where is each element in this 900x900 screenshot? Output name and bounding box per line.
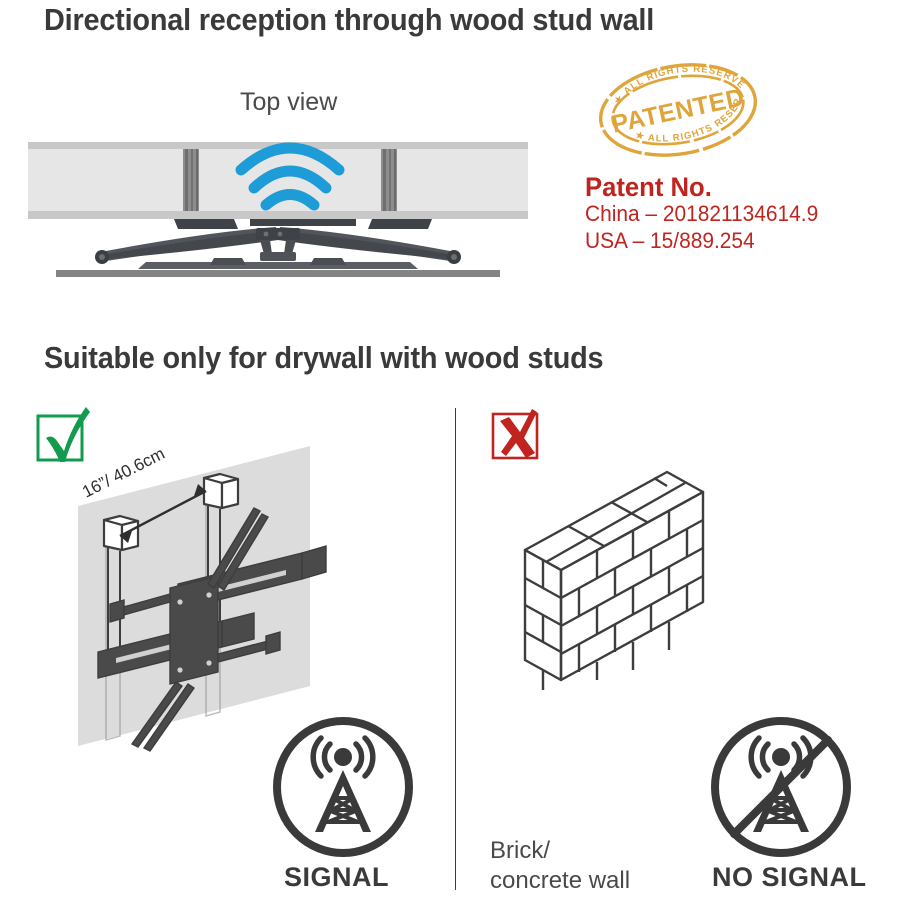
badge-ring — [711, 717, 851, 857]
brick-wall-label-line2: concrete wall — [490, 867, 631, 894]
patented-stamp: ★ ALL RIGHTS RESERVED ★ ★ ALL RIGHTS RES… — [593, 62, 763, 157]
wifi-signal-arcs — [235, 142, 345, 211]
top-view-illustration — [28, 132, 528, 287]
signal-caption: SIGNAL — [284, 862, 390, 892]
patent-number-heading: Patent No. — [585, 172, 712, 202]
badge-ring — [273, 717, 413, 857]
wood-stud — [102, 514, 140, 672]
signal-badge — [268, 712, 418, 867]
radio-tower-icon — [310, 735, 376, 832]
no-signal-caption: NO SIGNAL — [712, 862, 867, 892]
cross-mark-icon — [487, 404, 549, 471]
brick-wall-label: Brick/ concrete wall — [490, 836, 630, 896]
tv-mount-assembly — [97, 507, 327, 752]
wood-stud — [381, 149, 397, 211]
no-signal-badge — [706, 712, 856, 867]
patent-line-china: China – 201821134614.9 — [585, 201, 819, 227]
patent-line-usa: USA – 15/889.254 — [585, 228, 755, 254]
section-title-suitability: Suitable only for drywall with wood stud… — [44, 340, 604, 375]
brick-wall-illustration — [515, 450, 855, 725]
check-mark-icon — [34, 404, 94, 471]
brick-wall-label-line1: Brick/ — [490, 837, 550, 864]
wood-stud-wall-illustration: 16”/ 40.6cm — [58, 436, 398, 771]
top-view-label: Top view — [240, 88, 338, 116]
panel-divider — [455, 408, 456, 890]
floor-line — [56, 270, 500, 277]
prohibition-slash — [730, 736, 832, 838]
patent-info-block: ★ ALL RIGHTS RESERVED ★ ★ ALL RIGHTS RES… — [585, 62, 885, 255]
tv-mount-assembly — [95, 219, 461, 269]
page-title: Directional reception through wood stud … — [44, 2, 655, 37]
wood-stud — [183, 149, 199, 211]
